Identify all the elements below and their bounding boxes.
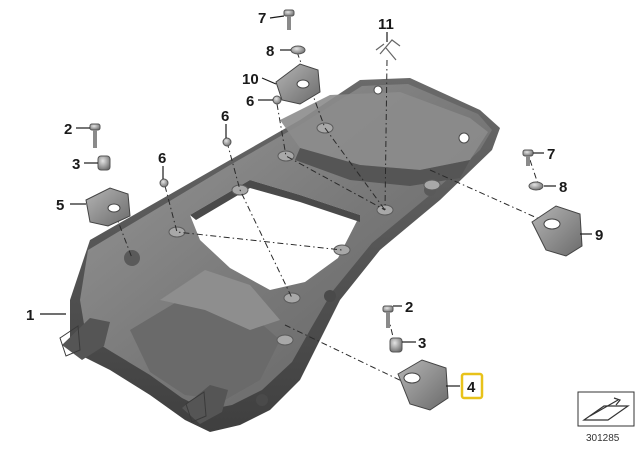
callout-8b: 8 (559, 179, 567, 196)
bracket-4-part (397, 359, 449, 411)
callout-1: 1 (26, 307, 34, 324)
callout-7a: 7 (258, 10, 266, 27)
callout-4: 4 (467, 379, 476, 396)
washer-right-part (528, 181, 544, 191)
highlight-box (460, 372, 484, 400)
bracket-10-part (275, 63, 321, 105)
clip-11-part (375, 39, 401, 61)
callout-8a: 8 (266, 43, 274, 60)
spacer-lower-part (389, 337, 403, 353)
callout-11: 11 (378, 16, 394, 33)
spacer-left-part (97, 155, 111, 171)
callout-5: 5 (56, 197, 64, 214)
screw-6a-part (272, 95, 282, 105)
catalog-symbol: 301285 (577, 391, 635, 444)
bolt-left-part (89, 123, 101, 148)
callout-labels: 7 8 10 6 11 2 3 6 6 5 7 8 9 1 2 3 4 (26, 10, 603, 400)
callout-3a: 3 (72, 156, 80, 173)
callout-6b: 6 (221, 108, 229, 125)
bolt-lower-part (382, 305, 394, 328)
bracket-5-part (85, 187, 131, 227)
callout-3b: 3 (418, 335, 426, 352)
screw-6b-part (222, 137, 232, 147)
screw-6c-part (159, 178, 169, 188)
callout-leaders (40, 15, 592, 387)
catalog-number: 301285 (586, 433, 620, 444)
callout-6a: 6 (246, 93, 254, 110)
callout-6c: 6 (158, 150, 166, 167)
carrier-frame-part (59, 78, 500, 432)
callout-7b: 7 (547, 146, 555, 163)
bolt-top-part (283, 9, 295, 30)
callout-10: 10 (242, 71, 259, 88)
callout-2a: 2 (64, 121, 72, 138)
callout-9: 9 (595, 227, 603, 244)
callout-2b: 2 (405, 299, 413, 316)
bracket-9-part (531, 205, 583, 257)
washer-top-part (290, 45, 306, 55)
